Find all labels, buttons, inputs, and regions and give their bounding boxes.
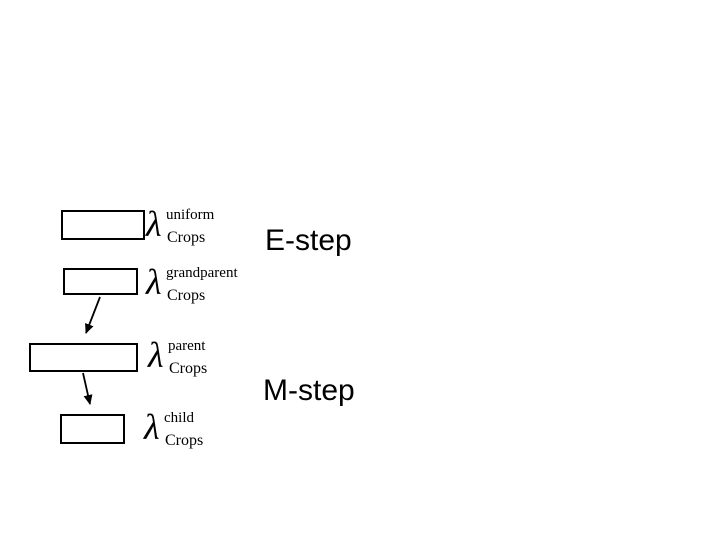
arrow-grandparent-to-parent bbox=[85, 296, 101, 334]
lambda-symbol: λ bbox=[146, 262, 162, 302]
lambda-label-grandparent: λ grandparent Crops bbox=[146, 264, 256, 312]
lambda-subscript: Crops bbox=[167, 287, 206, 304]
lambda-superscript: child bbox=[164, 410, 194, 426]
lambda-subscript: Crops bbox=[165, 432, 204, 449]
arrow-parent-to-child bbox=[82, 372, 93, 405]
node-box-grandparent bbox=[63, 268, 138, 295]
m-step-label: M-step bbox=[263, 374, 355, 407]
lambda-subscript: Crops bbox=[169, 360, 208, 377]
node-box-parent bbox=[29, 343, 138, 372]
node-box-uniform bbox=[61, 210, 145, 240]
lambda-superscript: uniform bbox=[166, 207, 215, 223]
lambda-superscript: parent bbox=[168, 338, 206, 354]
lambda-symbol: λ bbox=[144, 407, 160, 447]
lambda-superscript: grandparent bbox=[166, 265, 238, 281]
lambda-label-uniform: λ uniform Crops bbox=[146, 206, 256, 254]
e-step-label: E-step bbox=[265, 224, 352, 257]
lambda-symbol: λ bbox=[148, 335, 164, 375]
lambda-subscript: Crops bbox=[167, 229, 206, 246]
node-box-child bbox=[60, 414, 125, 444]
lambda-label-parent: λ parent Crops bbox=[148, 337, 258, 385]
lambda-label-child: λ child Crops bbox=[144, 409, 254, 457]
lambda-symbol: λ bbox=[146, 204, 162, 244]
